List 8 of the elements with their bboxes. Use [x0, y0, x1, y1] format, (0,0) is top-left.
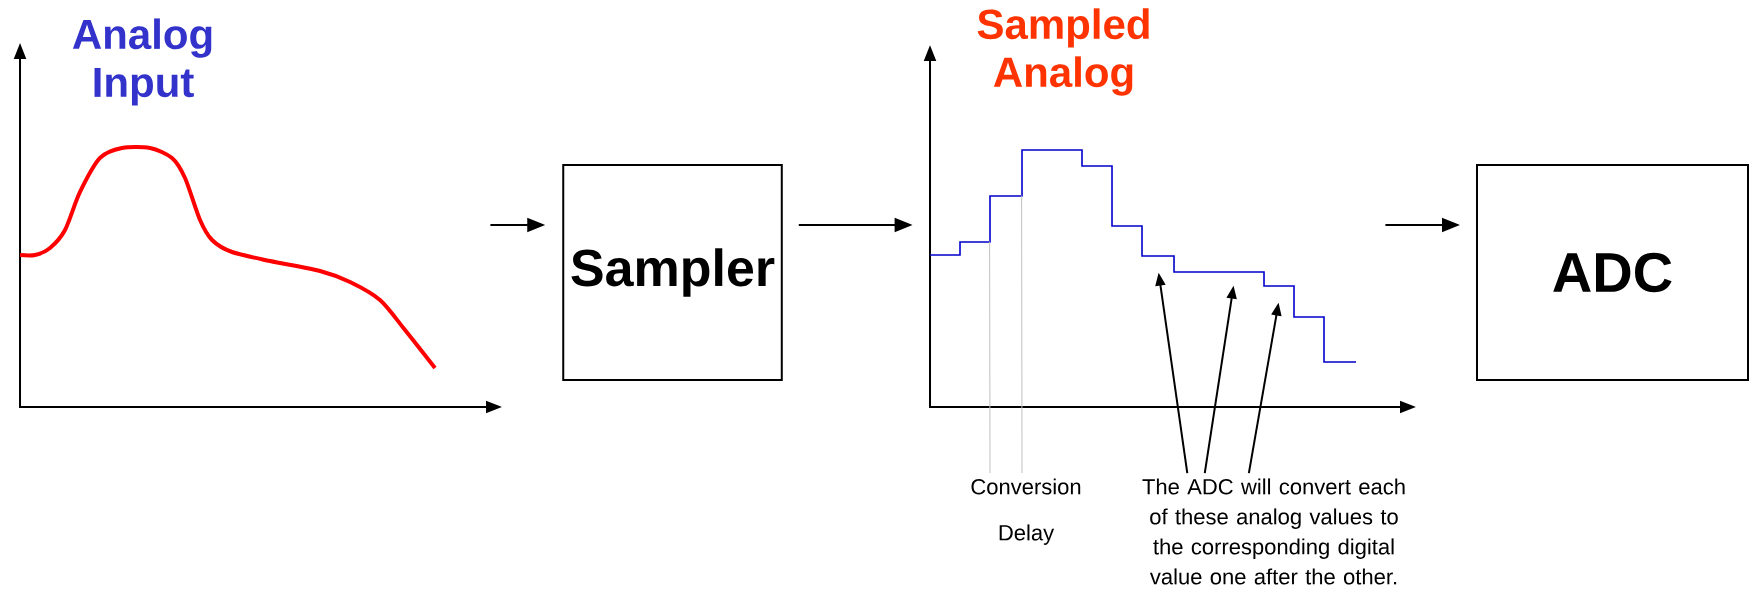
graph-title: Sampled Analog — [977, 8, 1149, 96]
process-box: Sampler — [562, 164, 783, 381]
graph-title: Analog Input — [72, 18, 212, 106]
leader-line — [1021, 195, 1023, 474]
leader-line — [989, 241, 991, 474]
annotation-text: The ADC will convert each of these analog values to the corresponding digital value one after the other. — [1142, 478, 1405, 585]
annotation-text: Conversion Delay — [971, 478, 1081, 545]
process-box: ADC — [1476, 164, 1749, 381]
